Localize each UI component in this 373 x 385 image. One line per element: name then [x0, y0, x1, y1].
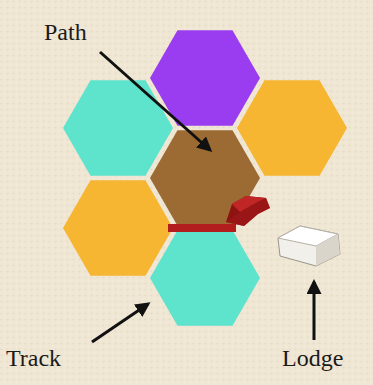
- hex-tile: [150, 230, 260, 325]
- lodge-piece: [278, 226, 340, 266]
- leader-arrow: [100, 52, 210, 150]
- hex-tiles: [63, 30, 347, 325]
- path-piece: [226, 196, 270, 226]
- hex-tile: [63, 180, 173, 275]
- leader-arrow: [313, 282, 316, 340]
- track-bar: [168, 224, 236, 232]
- callout-label: Track: [6, 346, 61, 370]
- callout-label: Path: [44, 20, 87, 44]
- callout-label: Lodge: [282, 346, 343, 370]
- hex-tile: [63, 80, 173, 175]
- leader-arrow: [92, 304, 148, 342]
- hex-tile: [237, 80, 347, 175]
